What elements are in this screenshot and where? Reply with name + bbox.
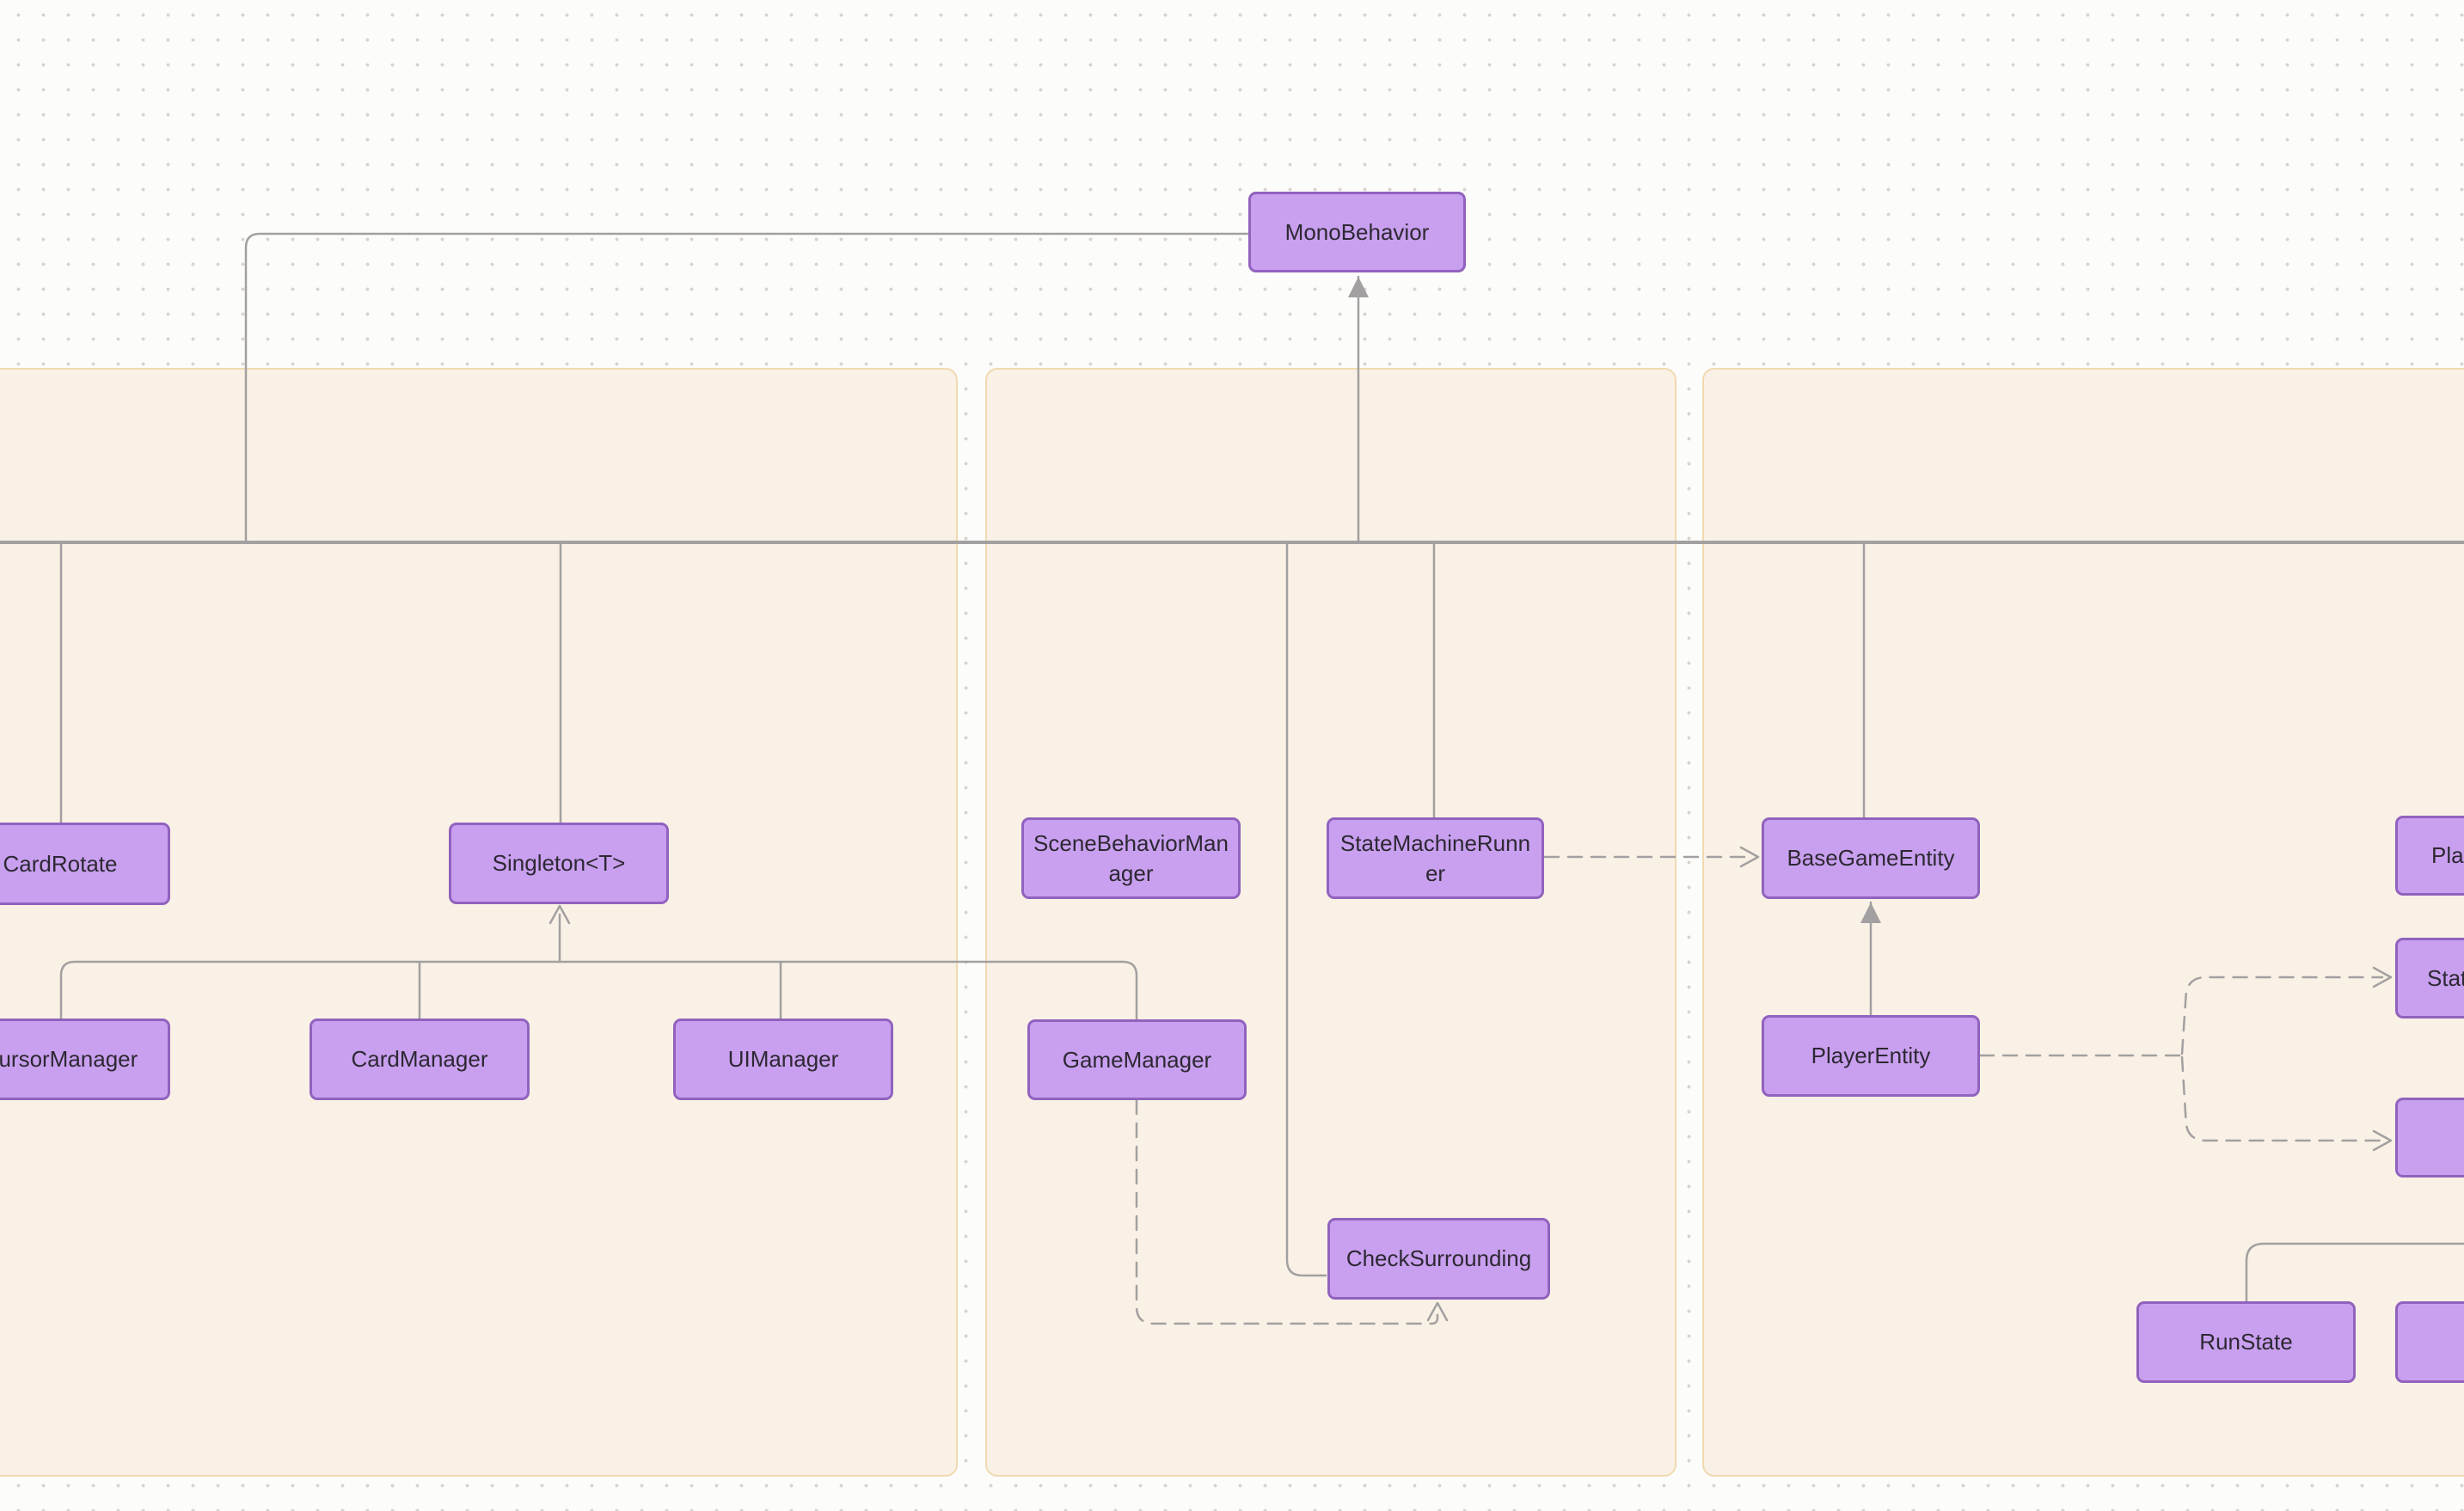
node-scenebehaviormanager[interactable]: SceneBehaviorManager xyxy=(1021,817,1241,899)
edge-bus-to-checksurrounding[interactable] xyxy=(1285,541,1327,1277)
node-statemachinerunner[interactable]: StateMachineRunner xyxy=(1327,817,1544,899)
node-cardmanager[interactable]: CardManager xyxy=(310,1019,530,1100)
node-cardrotate[interactable]: CardRotate xyxy=(0,823,170,905)
node-label: CheckSurrounding xyxy=(1345,1245,1532,1272)
node-unnamed-middle[interactable] xyxy=(2395,1098,2464,1178)
node-gamemanager[interactable]: GameManager xyxy=(1027,1019,1247,1100)
node-singleton[interactable]: Singleton<T> xyxy=(449,823,669,904)
node-label: Singleton<T> xyxy=(492,850,626,877)
node-basegameentity[interactable]: BaseGameEntity xyxy=(1762,817,1980,899)
node-label: CursorManager xyxy=(0,1046,138,1073)
node-label: CardRotate xyxy=(3,850,118,877)
node-label: Play xyxy=(2431,842,2464,869)
edge-singleton-child-bus[interactable] xyxy=(59,960,1138,1021)
edge-fork-to-state[interactable] xyxy=(2180,976,2384,1055)
node-label: State xyxy=(2427,964,2464,991)
edge-gamemanager-to-checksurrounding-arrowhead xyxy=(1426,1301,1449,1322)
node-label: RunState xyxy=(2199,1329,2293,1355)
node-playerentity[interactable]: PlayerEntity xyxy=(1762,1015,1980,1097)
edge-statemachinerunner-to-basegameentity-arrowhead xyxy=(1739,846,1760,868)
node-label: GameManager xyxy=(1062,1046,1212,1073)
node-label: SceneBehaviorManager xyxy=(1033,830,1229,886)
node-runstate[interactable]: RunState xyxy=(2136,1301,2356,1383)
node-label: BaseGameEntity xyxy=(1787,845,1955,872)
frame-left[interactable] xyxy=(0,368,958,1477)
edge-playerentity-to-basegameentity-arrowhead xyxy=(1860,902,1881,923)
node-label: CardManager xyxy=(351,1046,488,1073)
node-uimanager[interactable]: UIManager xyxy=(673,1019,893,1100)
node-label: StateMachineRunner xyxy=(1339,830,1531,886)
node-cursormanager[interactable]: CursorManager xyxy=(0,1019,170,1100)
edge-fork-to-unnamed[interactable] xyxy=(2180,1055,2384,1142)
node-label: PlayerEntity xyxy=(1811,1043,1931,1069)
edge-trunk-to-monobehavior-arrowhead xyxy=(1348,277,1369,297)
edge-bus-to-monobehavior-left[interactable] xyxy=(244,232,1250,542)
edge-fork-to-state-arrowhead xyxy=(2372,966,2393,988)
node-label: UIManager xyxy=(727,1046,839,1073)
edge-right-to-runstate[interactable] xyxy=(2245,1242,2464,1303)
node-state-partial[interactable]: State xyxy=(2395,938,2464,1019)
node-monobehavior[interactable]: MonoBehavior xyxy=(1248,192,1466,272)
node-checksurrounding[interactable]: CheckSurrounding xyxy=(1327,1218,1550,1300)
frame-right[interactable] xyxy=(1702,368,2464,1477)
node-label: MonoBehavior xyxy=(1284,218,1430,245)
edge-childbus-to-singleton-arrow-arrowhead xyxy=(549,904,571,925)
node-play-partial[interactable]: Play xyxy=(2395,816,2464,896)
edge-fork-to-unnamed-arrowhead xyxy=(2372,1129,2393,1152)
edge-gamemanager-to-checksurrounding[interactable] xyxy=(1135,1098,1439,1325)
node-unnamed-bottom[interactable] xyxy=(2395,1301,2464,1383)
